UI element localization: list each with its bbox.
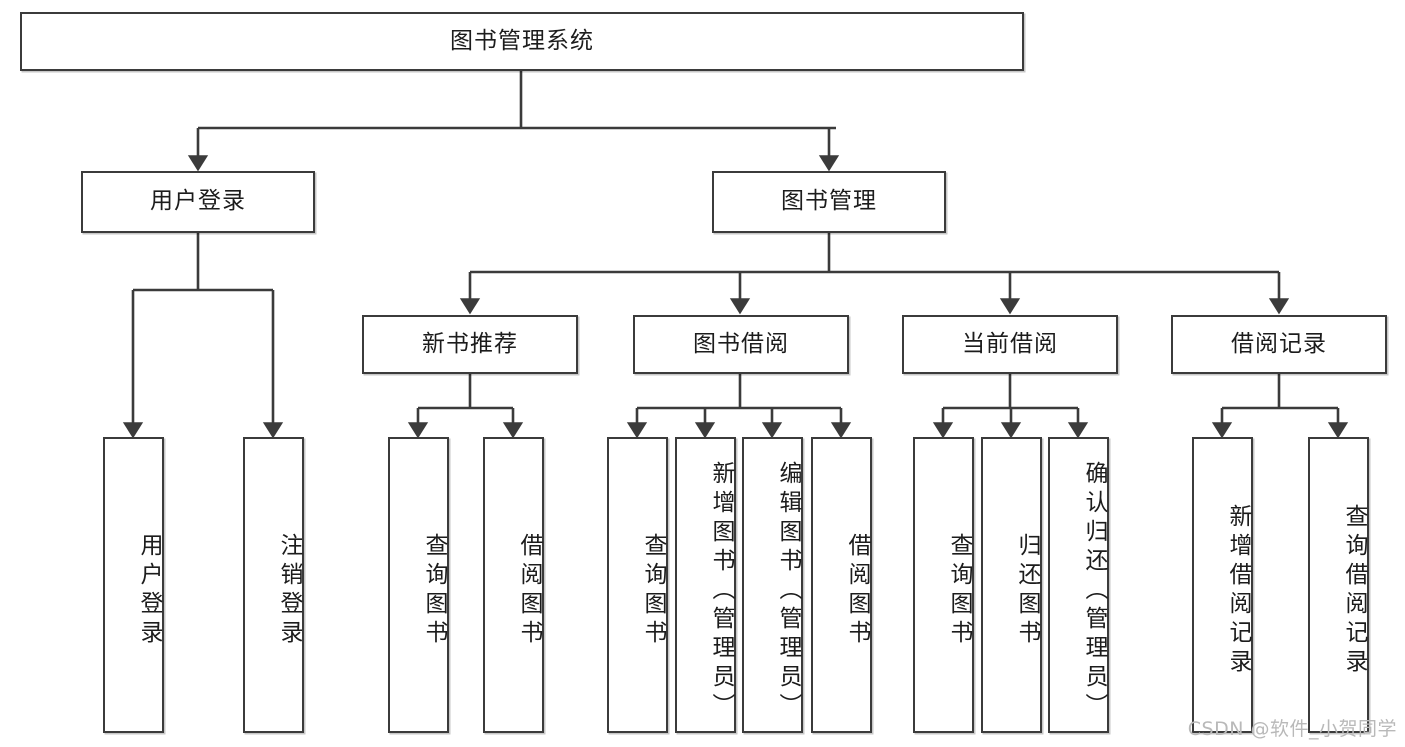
node-user-login[interactable]: 用户登录	[81, 171, 315, 233]
node-new-book-recommend[interactable]: 新书推荐	[362, 315, 578, 374]
node-leaf-add-record-label: 新增借阅记录	[1225, 504, 1251, 678]
node-root-label: 图书管理系统	[450, 27, 594, 54]
node-leaf-user-logout[interactable]: 注销登录	[243, 437, 304, 733]
node-leaf-query-book-1[interactable]: 查询图书	[388, 437, 449, 733]
node-leaf-confirm-return[interactable]: 确认归还（管理员）	[1048, 437, 1109, 733]
node-leaf-confirm-return-label: 确认归还（管理员）	[1081, 460, 1107, 722]
node-leaf-user-login[interactable]: 用户登录	[103, 437, 164, 733]
node-leaf-borrow-book-1-label: 借阅图书	[516, 533, 542, 649]
node-leaf-borrow-book-1[interactable]: 借阅图书	[483, 437, 544, 733]
node-leaf-edit-book-label: 编辑图书（管理员）	[775, 460, 801, 722]
node-leaf-return-book-label: 归还图书	[1014, 533, 1040, 649]
node-book-management[interactable]: 图书管理	[712, 171, 946, 233]
node-leaf-add-record[interactable]: 新增借阅记录	[1192, 437, 1253, 733]
node-root[interactable]: 图书管理系统	[20, 12, 1024, 71]
node-leaf-add-book-label: 新增图书（管理员）	[708, 460, 734, 722]
node-leaf-query-book-1-label: 查询图书	[421, 533, 447, 649]
node-book-borrow-label: 图书借阅	[693, 330, 789, 357]
node-user-login-label: 用户登录	[150, 188, 246, 215]
node-leaf-edit-book[interactable]: 编辑图书（管理员）	[742, 437, 803, 733]
node-book-borrow[interactable]: 图书借阅	[633, 315, 849, 374]
node-current-borrow[interactable]: 当前借阅	[902, 315, 1118, 374]
node-leaf-user-logout-label: 注销登录	[276, 533, 302, 649]
node-leaf-user-login-label: 用户登录	[136, 533, 162, 649]
node-borrow-record-label: 借阅记录	[1231, 330, 1327, 357]
node-current-borrow-label: 当前借阅	[962, 330, 1058, 357]
node-leaf-add-book[interactable]: 新增图书（管理员）	[675, 437, 736, 733]
node-new-book-recommend-label: 新书推荐	[422, 330, 518, 357]
node-leaf-borrow-book-2-label: 借阅图书	[844, 533, 870, 649]
node-leaf-query-record[interactable]: 查询借阅记录	[1308, 437, 1369, 733]
node-leaf-return-book[interactable]: 归还图书	[981, 437, 1042, 733]
node-leaf-borrow-book-2[interactable]: 借阅图书	[811, 437, 872, 733]
node-leaf-query-book-3[interactable]: 查询图书	[913, 437, 974, 733]
node-leaf-query-book-3-label: 查询图书	[946, 533, 972, 649]
node-borrow-record[interactable]: 借阅记录	[1171, 315, 1387, 374]
node-book-management-label: 图书管理	[781, 188, 877, 215]
node-leaf-query-record-label: 查询借阅记录	[1341, 504, 1367, 678]
node-leaf-query-book-2-label: 查询图书	[640, 533, 666, 649]
node-leaf-query-book-2[interactable]: 查询图书	[607, 437, 668, 733]
